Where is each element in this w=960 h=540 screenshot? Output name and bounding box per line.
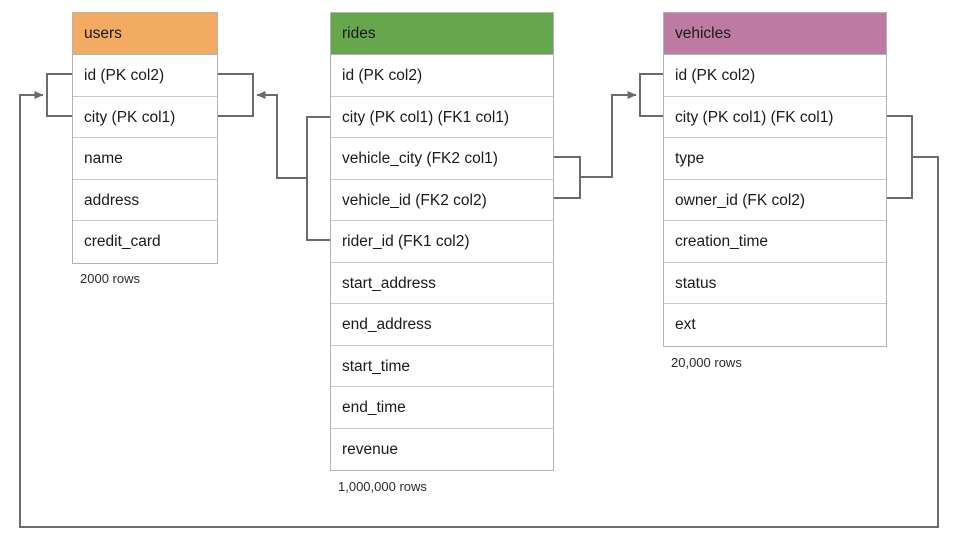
- table-vehicles[interactable]: vehicles id (PK col2) city (PK col1) (FK…: [663, 12, 887, 347]
- table-users-row-count: 2000 rows: [80, 271, 140, 286]
- wire-vehicles-fk-bracket: [887, 115, 913, 199]
- table-rides-row-count: 1,000,000 rows: [338, 479, 427, 494]
- table-vehicles-column-status[interactable]: status: [664, 262, 886, 304]
- table-rides[interactable]: rides id (PK col2) city (PK col1) (FK1 c…: [330, 12, 554, 471]
- wire-users-pk-bracket-left: [46, 73, 72, 117]
- wire-rides-fk2-bracket: [554, 156, 581, 199]
- table-rides-column-start-address[interactable]: start_address: [331, 262, 553, 304]
- table-users-column-credit-card[interactable]: credit_card: [73, 221, 217, 263]
- table-vehicles-column-owner-id[interactable]: owner_id (FK col2): [664, 179, 886, 221]
- table-vehicles-column-id[interactable]: id (PK col2): [664, 55, 886, 97]
- table-users-header: users: [73, 13, 217, 55]
- table-rides-column-end-time[interactable]: end_time: [331, 387, 553, 429]
- table-vehicles-row-count: 20,000 rows: [671, 355, 742, 370]
- table-rides-column-vehicle-city[interactable]: vehicle_city (FK2 col1): [331, 138, 553, 180]
- table-rides-column-vehicle-id[interactable]: vehicle_id (FK2 col2): [331, 179, 553, 221]
- table-users[interactable]: users id (PK col2) city (PK col1) name a…: [72, 12, 218, 264]
- table-users-column-name[interactable]: name: [73, 138, 217, 180]
- table-vehicles-column-city[interactable]: city (PK col1) (FK col1): [664, 96, 886, 138]
- table-rides-column-end-address[interactable]: end_address: [331, 304, 553, 346]
- table-users-column-address[interactable]: address: [73, 179, 217, 221]
- table-users-column-id[interactable]: id (PK col2): [73, 55, 217, 97]
- table-rides-column-start-time[interactable]: start_time: [331, 345, 553, 387]
- table-vehicles-column-creation-time[interactable]: creation_time: [664, 221, 886, 263]
- table-users-column-city[interactable]: city (PK col1): [73, 96, 217, 138]
- table-rides-column-rider-id[interactable]: rider_id (FK1 col2): [331, 221, 553, 263]
- table-vehicles-header: vehicles: [664, 13, 886, 55]
- table-rides-header: rides: [331, 13, 553, 55]
- table-vehicles-column-ext[interactable]: ext: [664, 304, 886, 346]
- wire-users-pk-bracket-right: [218, 73, 254, 117]
- table-vehicles-column-type[interactable]: type: [664, 138, 886, 180]
- table-rides-column-revenue[interactable]: revenue: [331, 428, 553, 470]
- wire-rides-fk1-to-users: [256, 91, 307, 179]
- table-rides-column-id[interactable]: id (PK col2): [331, 55, 553, 97]
- wire-rides-fk1-bracket: [306, 116, 330, 241]
- wire-rides-fk2-to-vehicles: [580, 91, 637, 178]
- table-rides-column-city[interactable]: city (PK col1) (FK1 col1): [331, 96, 553, 138]
- wire-vehicles-pk-bracket-left: [639, 73, 663, 117]
